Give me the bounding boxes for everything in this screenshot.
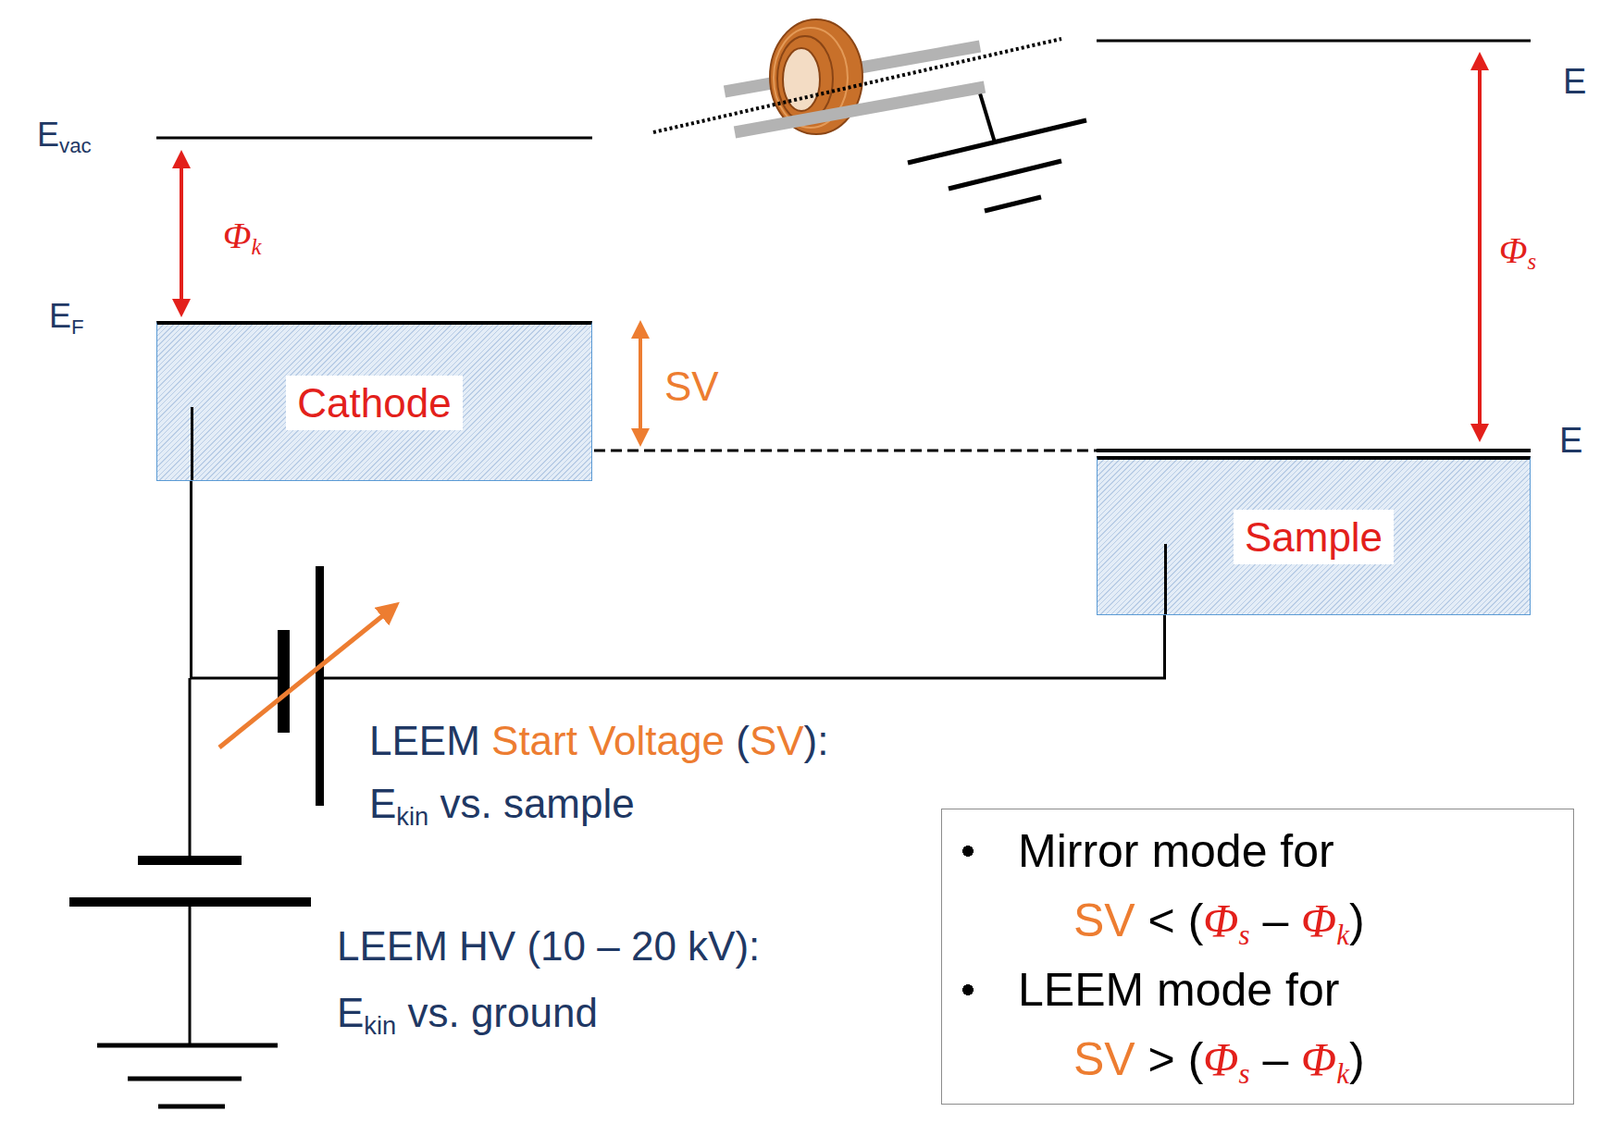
wire [188, 902, 192, 1046]
energy-level-label: E [1562, 61, 1587, 104]
text-run: vs. sample [428, 781, 635, 827]
supply-label: LEEM HV (10 – 20 kV): [336, 922, 760, 972]
wire-stub [190, 407, 194, 481]
bullet-text: LEEM mode for SV > (Φs – Φk) [960, 955, 1393, 1095]
sample-box: Sample [1096, 456, 1531, 616]
wire [191, 481, 1166, 679]
text-run: Φ [1499, 229, 1527, 272]
text-run: Mirror mode for [1017, 825, 1335, 878]
energy-level-label: Evac [37, 114, 92, 155]
text-run: Start Voltage [491, 718, 725, 764]
condition-box: Mirror mode for SV < (Φs – Φk)LEEM mode … [941, 808, 1575, 1105]
battery-plate [69, 897, 311, 907]
text-run: ) [1349, 1033, 1365, 1086]
vacuum-level [156, 136, 593, 140]
text-run: < ( [1135, 894, 1204, 947]
text-run: Cathode [297, 380, 451, 426]
supply-label: LEEM Start Voltage (SV): [369, 717, 829, 767]
work-function-arrow [1477, 55, 1482, 439]
cathode-box: Cathode [156, 321, 593, 482]
text-run: ( [724, 718, 750, 764]
battery-plate [137, 855, 242, 866]
text-run: Sample [1244, 514, 1383, 560]
text-run: Φ [1203, 894, 1239, 947]
text-run: Φ [1203, 1033, 1239, 1086]
text-run: SV [664, 363, 720, 410]
box-label: Sample [1233, 509, 1394, 565]
text-run: LEEM HV (10 – 20 kV): [336, 923, 760, 969]
text-run: LEEM mode for [1017, 964, 1340, 1017]
ground-symbol [158, 1104, 225, 1110]
text-run: – [1249, 894, 1302, 947]
text-run: E [336, 990, 364, 1036]
supply-label: Ekin vs. ground [336, 989, 598, 1039]
work-function-label: Φs [1499, 227, 1537, 273]
text-run: k [1336, 918, 1350, 952]
dashed-level [594, 449, 1097, 453]
text-run: Φ [1301, 1033, 1337, 1086]
wire [188, 678, 192, 861]
wire-stub [1164, 544, 1167, 615]
text-run: kin [363, 1011, 397, 1041]
supply-label: Ekin vs. sample [369, 780, 635, 830]
text-run: – [1249, 1033, 1302, 1086]
work-function-label: Φk [223, 212, 261, 259]
energy-level-label: E [1559, 420, 1583, 463]
text-run: E [369, 781, 397, 827]
text-run: s [1238, 1057, 1250, 1091]
text-run: SV [1073, 894, 1136, 947]
text-run: s [1526, 248, 1537, 274]
text-run: E [1562, 62, 1587, 101]
text-run: E [1559, 421, 1583, 460]
ground-symbol [127, 1077, 242, 1082]
lens-illustration [653, 19, 1087, 211]
text-run: kin [396, 802, 429, 832]
battery-plate [315, 566, 324, 807]
ground-symbol [97, 1043, 278, 1049]
start-voltage-label: SV [664, 362, 720, 412]
text-run: k [250, 234, 261, 260]
text-run: SV [1073, 1033, 1136, 1086]
text-run: vac [59, 134, 92, 158]
text-run: Φ [1301, 894, 1337, 947]
text-run: s [1238, 918, 1250, 952]
text-run: LEEM [369, 718, 492, 764]
text-run: ): [804, 718, 830, 764]
text-run: > ( [1135, 1033, 1204, 1086]
text-run: Φ [223, 214, 251, 257]
text-run: ) [1349, 894, 1365, 947]
text-run: SV [749, 718, 805, 764]
work-function-arrow [179, 153, 184, 314]
energy-level-label: EF [49, 296, 85, 336]
text-run: vs. ground [396, 990, 598, 1036]
vacuum-level [1096, 39, 1531, 43]
fermi-level [1096, 448, 1531, 453]
text-run: F [71, 315, 85, 339]
text-run: E [37, 115, 60, 154]
bullet-text: Mirror mode for SV < (Φs – Φk) [960, 817, 1393, 956]
text-run: E [49, 297, 72, 335]
battery-plate [277, 630, 290, 733]
start-voltage-arrow [638, 323, 643, 444]
text-run: k [1336, 1057, 1350, 1091]
box-label: Cathode [285, 375, 462, 431]
